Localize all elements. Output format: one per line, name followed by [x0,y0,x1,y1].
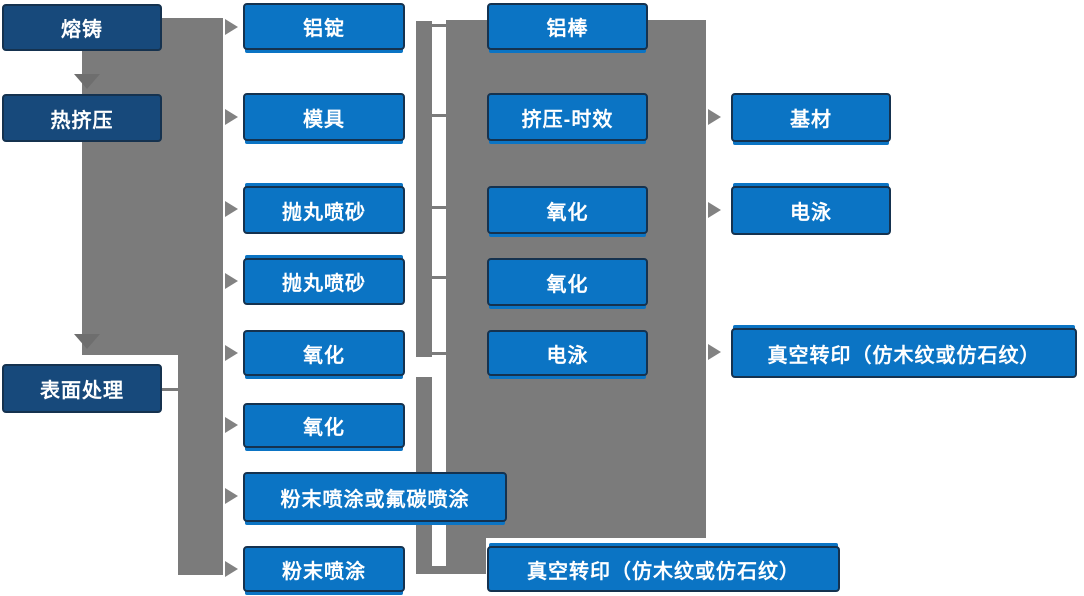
arrow-to-shot-blasting-2-icon [225,273,238,289]
node-hot-extrusion: 热挤压 [2,94,162,142]
node-aluminum-ingot: 铝锭 [243,3,405,50]
connector-tick-row5 [432,352,446,355]
arrow-down-to-surface-treatment-icon [74,334,100,349]
node-vacuum-transfer-bottom: 真空转印（仿木纹或仿石纹） [487,546,840,592]
arrow-to-powder-coating-icon [225,561,238,577]
connector-block-right-foot [446,538,486,574]
arrow-to-mold-icon [225,109,238,125]
connector-tick-row4 [432,276,446,279]
connector-bar-middle-upper [416,21,432,357]
node-electrophoresis-col4: 电泳 [731,186,891,235]
connector-tick-row2 [432,114,446,117]
connector-bar-left-lower [178,355,223,575]
arrow-to-vacuum-transfer-icon [708,344,721,360]
connector-surface-treatment-link [162,388,178,391]
node-base-material: 基材 [731,93,891,142]
node-oxidation-col3-1: 氧化 [487,186,648,234]
node-electrophoresis-col3: 电泳 [487,330,648,376]
node-surface-treatment: 表面处理 [2,364,162,413]
node-vacuum-transfer-right: 真空转印（仿木纹或仿石纹） [731,328,1077,378]
connector-tick-bottom [432,566,446,574]
arrow-to-powder-fluorocarbon-icon [225,488,238,504]
arrow-to-shot-blasting-1-icon [225,201,238,217]
node-shot-blasting-2: 抛丸喷砂 [243,258,405,305]
node-shot-blasting-1: 抛丸喷砂 [243,186,405,234]
node-extrusion-aging: 挤压-时效 [487,93,648,141]
node-oxidation-col3-2: 氧化 [487,258,648,306]
arrow-to-aluminum-ingot-icon [225,19,238,35]
arrow-to-oxidation-1-icon [225,345,238,361]
node-mold: 模具 [243,93,405,141]
arrow-down-to-hot-extrusion-icon [74,74,100,89]
node-oxidation-col2-2: 氧化 [243,403,405,448]
arrow-to-electrophoresis-icon [708,202,721,218]
node-oxidation-col2-1: 氧化 [243,330,405,376]
node-aluminum-rod: 铝棒 [487,3,648,50]
node-powder-coating: 粉末喷涂 [243,546,405,592]
arrow-to-base-material-icon [708,109,721,125]
node-powder-or-fluorocarbon-coating: 粉末喷涂或氟碳喷涂 [243,472,507,522]
arrow-to-oxidation-2-icon [225,417,238,433]
connector-tick-row1 [432,24,446,27]
connector-block-left [82,18,223,355]
connector-tick-row3 [432,206,446,209]
node-melting-casting: 熔铸 [2,4,162,51]
